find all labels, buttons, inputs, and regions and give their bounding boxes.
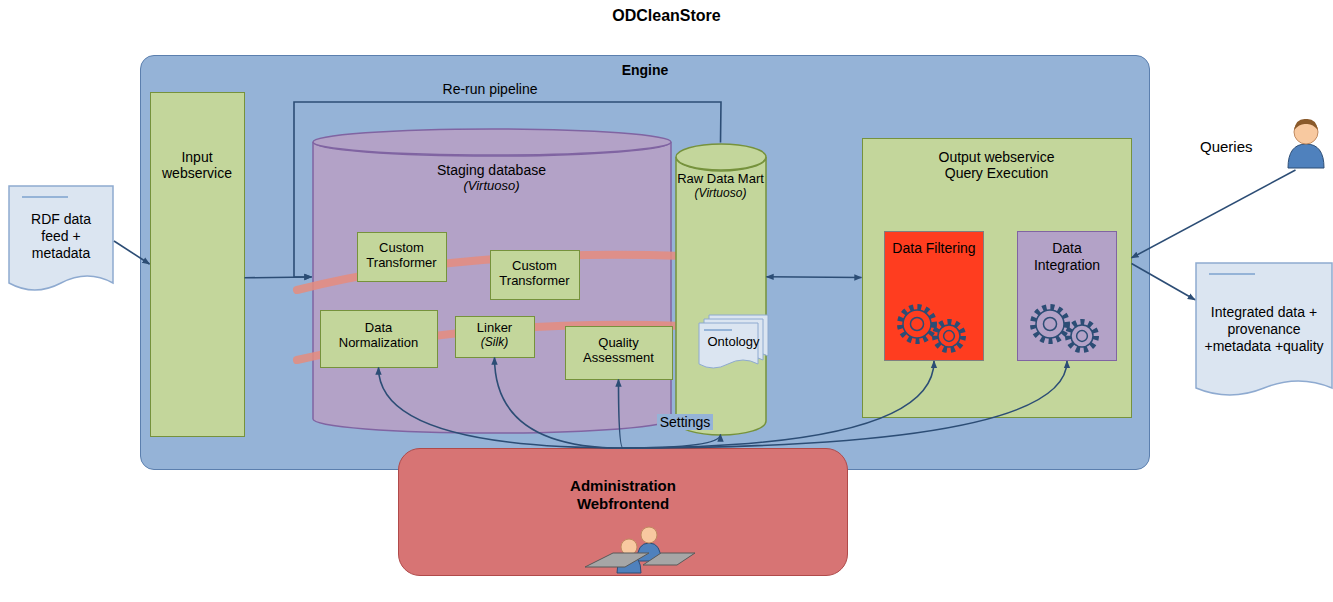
- connector-arrow: [623, 361, 934, 448]
- edge-label: Re-run pipeline: [440, 81, 541, 98]
- node-label: Integrated data + provenance +metadata +…: [1201, 304, 1327, 354]
- users-icon: [399, 449, 849, 577]
- filter-box: Data Filtering: [884, 231, 984, 361]
- node-label: Custom Transformer: [493, 258, 577, 289]
- connector-arrow: [495, 358, 624, 449]
- node-sublabel: (Virtuoso): [463, 178, 519, 194]
- process-box: Data Normalization: [320, 310, 438, 368]
- node-label: RDF data feed + metadata: [16, 211, 106, 261]
- service-box: Output webservice Query ExecutionData Fi…: [862, 138, 1132, 418]
- connector-arrow: [1132, 264, 1196, 300]
- node-label: Input webservice: [155, 149, 240, 183]
- node-label: Quality Assessment: [574, 335, 664, 366]
- engine-container: EngineInput webserviceStaging database(V…: [140, 55, 1150, 470]
- connector-arrow: [619, 380, 624, 449]
- node-label: Queries: [1200, 138, 1253, 156]
- document-stack: Ontology: [698, 314, 770, 374]
- edge-label: Settings: [657, 414, 714, 431]
- process-box: Custom Transformer: [490, 250, 580, 300]
- user-actor: Queries: [1192, 112, 1330, 170]
- database-cylinder: Staging database(Virtuoso) Custom Transfo…: [312, 128, 672, 433]
- input-document: RDF data feed + metadata: [8, 185, 114, 297]
- admin-frontend: Administration Webfrontend: [398, 448, 848, 576]
- node-label: Staging database: [437, 162, 546, 179]
- connector-arrow: [767, 276, 862, 278]
- connector-arrow: [114, 241, 150, 264]
- process-box: Quality Assessment: [565, 326, 673, 380]
- connector-arrow: [245, 276, 312, 278]
- connector-arrow: [623, 435, 721, 449]
- connector-arrow: [294, 102, 721, 277]
- process-box: Linker(Silk): [455, 316, 535, 358]
- node-label: Data Normalization: [329, 320, 429, 351]
- integration-box: Data Integration: [1017, 231, 1117, 361]
- node-label: Raw Data Mart: [677, 171, 764, 187]
- diagram-title: ODCleanStore: [0, 6, 1333, 25]
- node-label: Data Filtering: [892, 240, 975, 257]
- node-label: Output webservice Query Execution: [922, 149, 1072, 183]
- connector-arrow: [623, 361, 1067, 448]
- process-box: Custom Transformer: [357, 232, 447, 282]
- node-label: Ontology: [707, 334, 759, 350]
- output-document: Integrated data + provenance +metadata +…: [1195, 262, 1333, 402]
- node-sublabel: (Silk): [481, 335, 508, 349]
- node-label: Engine: [622, 62, 669, 79]
- connector-arrow: [379, 368, 624, 449]
- node-label: Administration Webfrontend: [543, 477, 703, 513]
- node-label: Linker: [477, 320, 512, 336]
- node-label: Data Integration: [1022, 240, 1112, 274]
- database-cylinder: Raw Data Mart(Virtuoso) Ontology: [675, 143, 767, 435]
- process-box: Input webservice: [150, 92, 245, 437]
- node-label: Custom Transformer: [360, 240, 444, 271]
- connector-arrow: [1132, 170, 1296, 258]
- node-sublabel: (Virtuoso): [695, 186, 747, 200]
